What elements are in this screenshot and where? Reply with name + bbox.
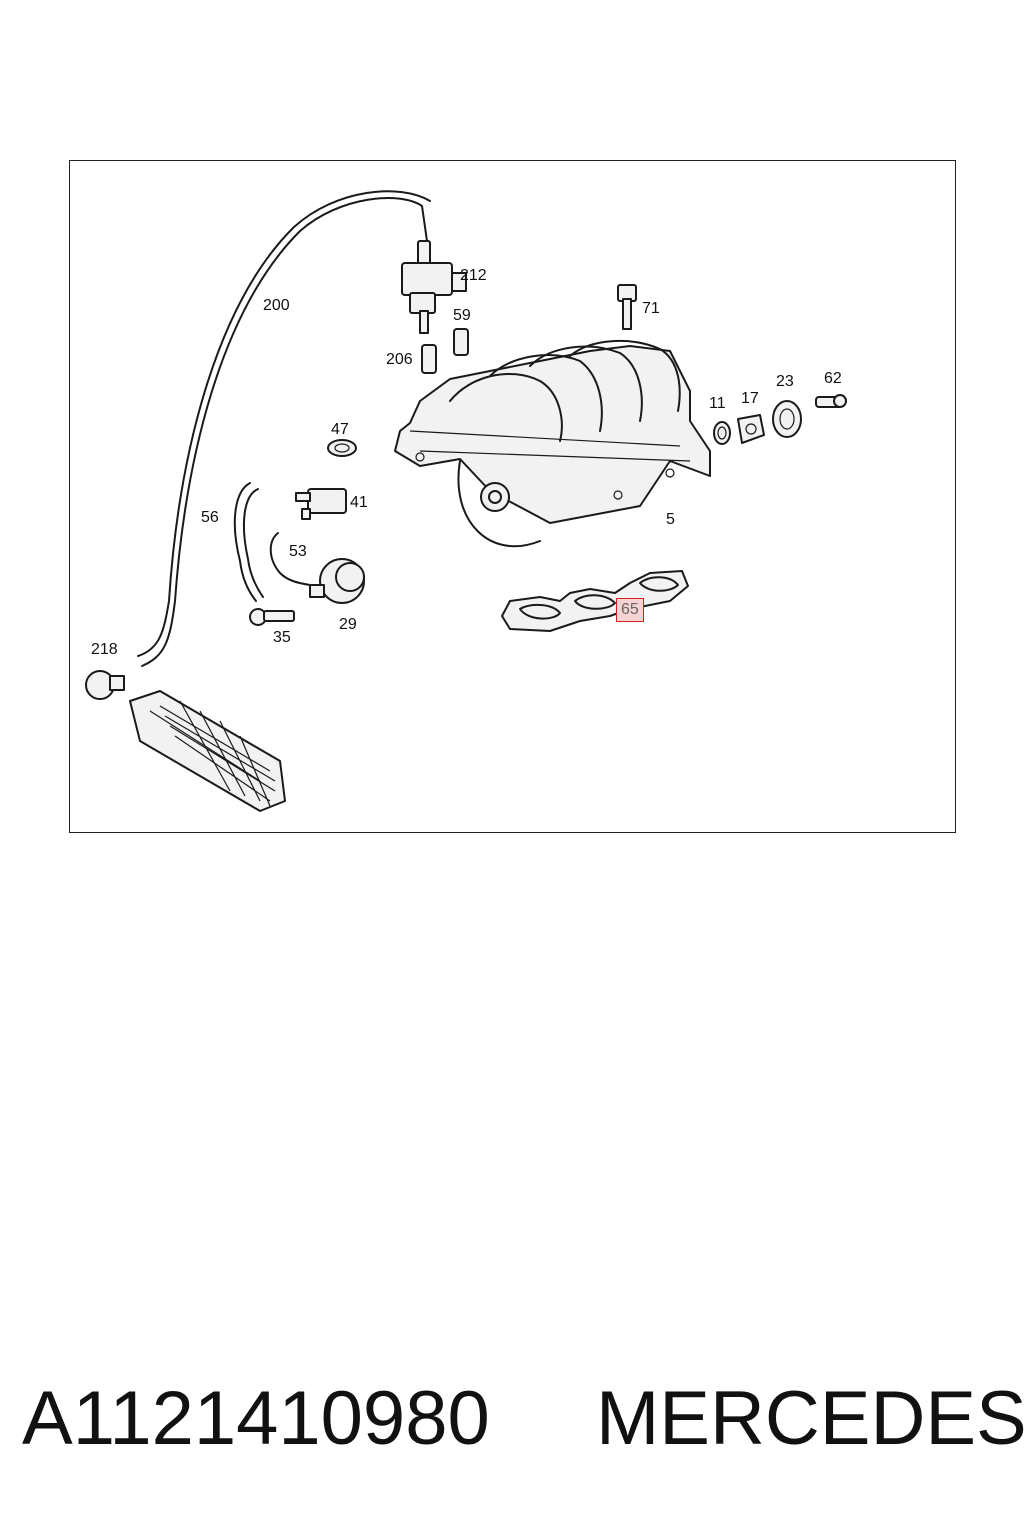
callout-218[interactable]: 218	[91, 641, 118, 658]
callout-71[interactable]: 71	[642, 300, 660, 317]
callout-35[interactable]: 35	[273, 629, 291, 646]
callout-47[interactable]: 47	[331, 421, 349, 438]
part-number: A1121410980	[22, 1376, 490, 1461]
callout-200[interactable]: 200	[263, 297, 290, 314]
cap-23	[772, 400, 802, 438]
bolt-62	[815, 394, 847, 408]
intake-manifold-exploded-diagram	[85, 190, 847, 812]
callout-65-highlighted[interactable]: 65	[616, 598, 644, 622]
valve-212	[401, 240, 467, 334]
bolt-71	[617, 284, 637, 330]
callout-17[interactable]: 17	[741, 390, 759, 407]
manifold-gasket-65	[501, 570, 689, 632]
callout-56[interactable]: 56	[201, 509, 219, 526]
callout-41[interactable]: 41	[350, 494, 368, 511]
vacuum-actuator-29	[309, 558, 365, 604]
parts-diagram-frame: 212 200 59 71 206 62 23 11 17 47 41 56 5…	[69, 160, 956, 833]
plug-17	[737, 414, 765, 444]
bolt-35	[249, 608, 295, 626]
callout-11[interactable]: 11	[709, 395, 726, 412]
o-ring-11	[713, 421, 731, 445]
vacuum-hose-200	[141, 197, 428, 667]
connector-218	[85, 670, 125, 700]
sleeve-59	[453, 328, 469, 356]
part-info-footer: A1121410980 MERCEDES	[0, 1375, 1024, 1465]
callout-59[interactable]: 59	[453, 307, 471, 324]
callout-206[interactable]: 206	[386, 351, 413, 368]
air-filter-element	[129, 690, 286, 812]
brand-name: MERCEDES	[596, 1376, 1024, 1461]
hose-56	[233, 482, 257, 602]
callout-5[interactable]: 5	[666, 511, 675, 528]
intake-manifold-5	[394, 339, 711, 548]
valve-41	[295, 488, 347, 520]
callout-212[interactable]: 212	[460, 267, 487, 284]
nut-47	[327, 439, 357, 457]
sleeve-206	[421, 344, 437, 374]
callout-53[interactable]: 53	[289, 543, 307, 560]
callout-23[interactable]: 23	[776, 373, 794, 390]
callout-62[interactable]: 62	[824, 370, 842, 387]
callout-29[interactable]: 29	[339, 616, 357, 633]
hose-53	[269, 532, 311, 586]
